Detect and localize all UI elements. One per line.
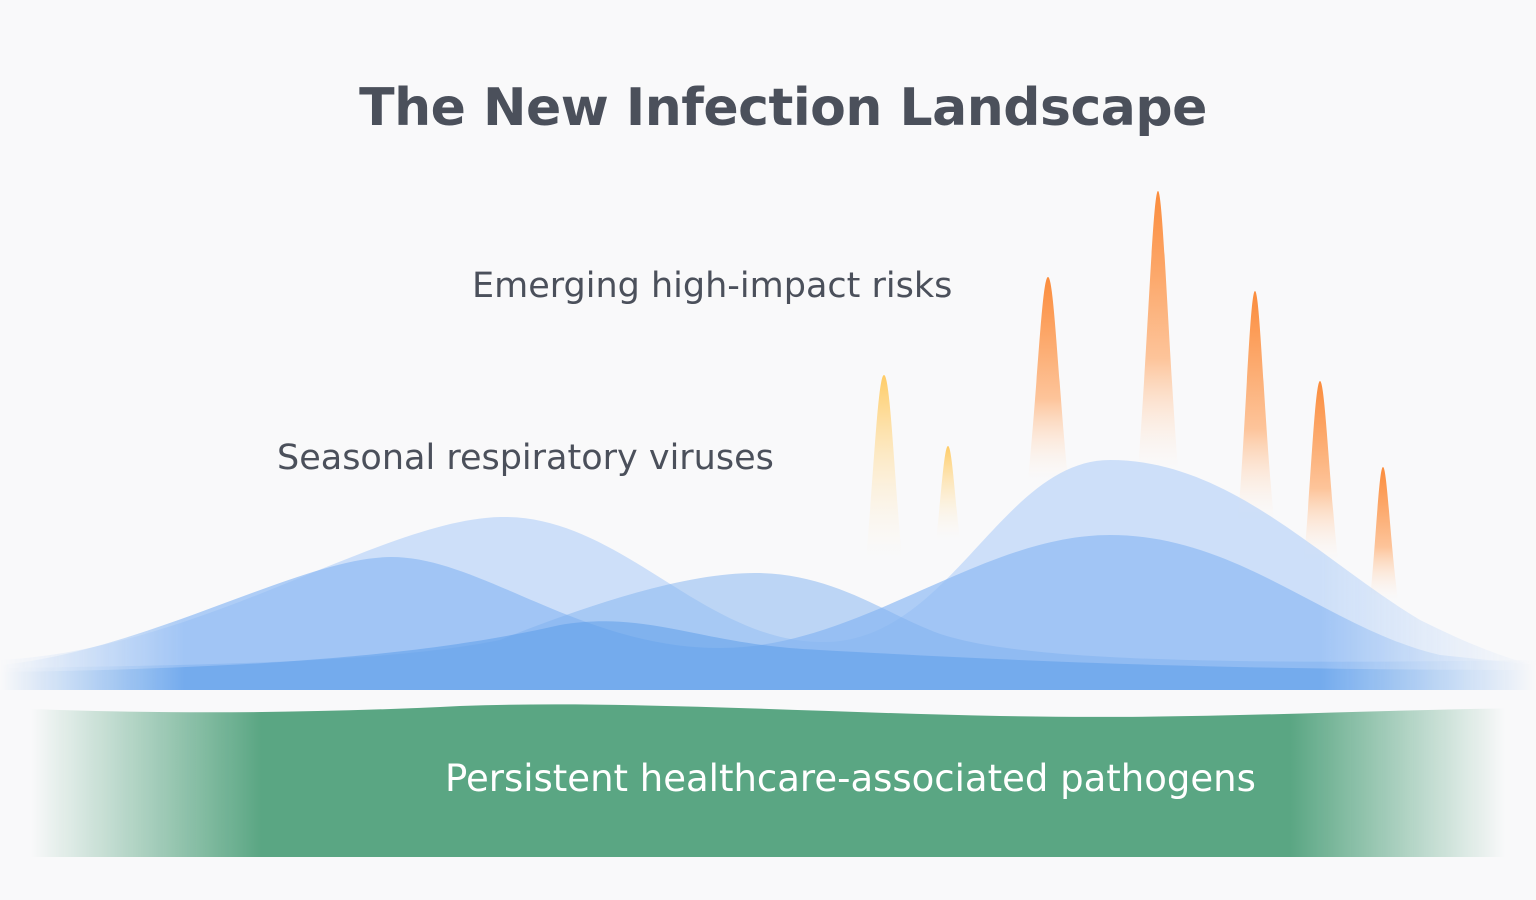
seasonal-viruses-label: Seasonal respiratory viruses [277, 438, 774, 478]
emerging-risk-spikes [866, 191, 1398, 600]
emerging-risks-label: Emerging high-impact risks [472, 266, 953, 306]
page-title: The New Infection Landscape [359, 78, 1207, 138]
persistent-pathogens-label: Persistent healthcare-associated pathoge… [445, 757, 1256, 800]
persistent-pathogen-band [0, 704, 1536, 857]
seasonal-virus-waves [0, 460, 1536, 690]
